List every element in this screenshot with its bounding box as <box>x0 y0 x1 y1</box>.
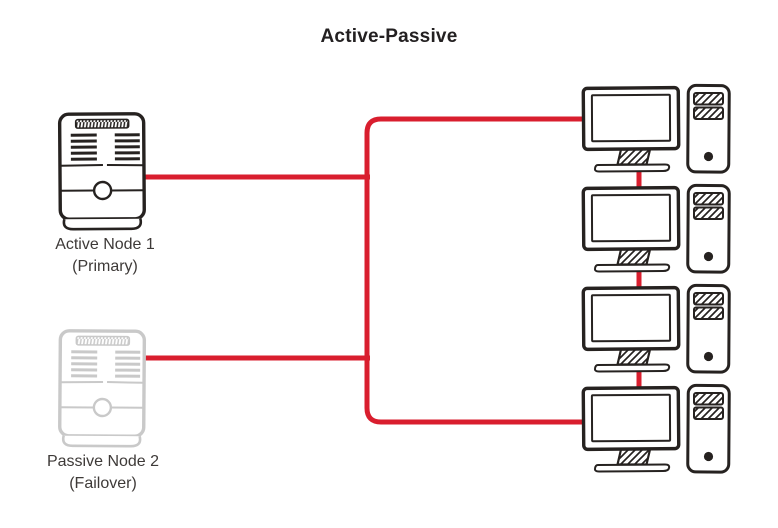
passive-node-server-icon <box>58 329 147 448</box>
server-nameplate <box>75 335 131 346</box>
server-vents <box>71 350 141 378</box>
passive-node-role: (Failover) <box>69 475 137 492</box>
active-node-role: (Primary) <box>72 258 138 275</box>
workstation-icon-3 <box>581 283 731 374</box>
active-node-server-icon <box>57 112 146 231</box>
server-knob-line <box>60 406 144 409</box>
server-knob-line <box>60 189 145 192</box>
server-base <box>62 218 143 231</box>
diagram-title: Active-Passive <box>320 26 458 47</box>
active-node-label: Active Node 1 (Primary) <box>10 234 200 278</box>
server-knob <box>92 180 113 201</box>
server-nameplate <box>74 118 130 129</box>
workstation-icon-2 <box>581 183 731 274</box>
passive-node-label: Passive Node 2 (Failover) <box>8 451 198 495</box>
server-base <box>61 435 142 448</box>
passive-node-name: Passive Node 2 <box>46 453 160 470</box>
workstation-icon-4 <box>581 383 731 474</box>
workstation-icon-1 <box>581 83 731 174</box>
active-node-name: Active Node 1 <box>55 236 155 253</box>
connection-lines <box>144 116 642 425</box>
server-divider <box>60 163 144 167</box>
server-knob <box>92 397 113 418</box>
server-vents <box>70 133 140 161</box>
server-divider <box>61 381 144 384</box>
client-bus-line <box>364 116 586 425</box>
